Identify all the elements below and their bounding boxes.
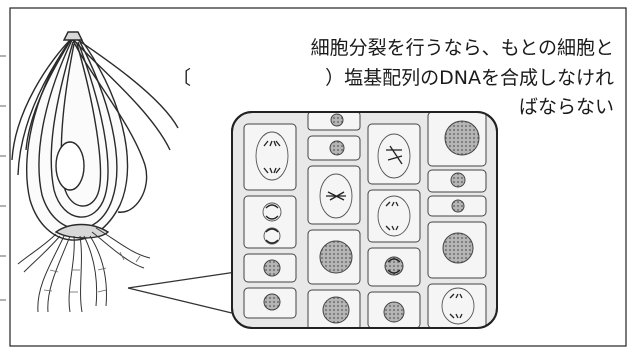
nucleus [263,293,281,311]
nucleus [319,240,353,274]
prophase-nucleus [262,202,282,222]
mitotic-spindle [255,131,289,181]
caption-line-2: ）塩基配列のDNAを合成しなけれ [325,67,614,89]
nucleus [329,140,345,156]
mitotic-spindle [441,287,475,325]
caption-line-3: ばならない [518,96,614,118]
nucleus [451,199,465,213]
cell [367,123,421,185]
prophase-nucleus [263,227,281,245]
figure-border [9,7,627,347]
nucleus [330,113,344,127]
nucleus [384,256,404,276]
nucleus [450,172,466,188]
nucleus [444,120,480,156]
cell [367,189,421,243]
caption-line-1: 細胞分裂を行うなら、もとの細胞と [310,37,614,59]
nucleus [442,232,474,264]
onion-bulb [11,31,179,241]
answer-blank-open-bracket: 〔 [172,67,192,89]
zoom-callout-lines [127,271,237,315]
cell [427,283,487,328]
cell-magnification-panel [231,111,498,329]
mitotic-spindle [377,133,411,179]
mitotic-spindle [377,195,411,237]
left-edge-ticks [0,55,6,301]
cell [243,195,297,249]
mitotic-spindle [319,173,353,219]
nucleus [263,259,281,277]
nucleus [322,296,350,324]
nucleus [383,301,405,323]
onion-roots [17,227,151,313]
